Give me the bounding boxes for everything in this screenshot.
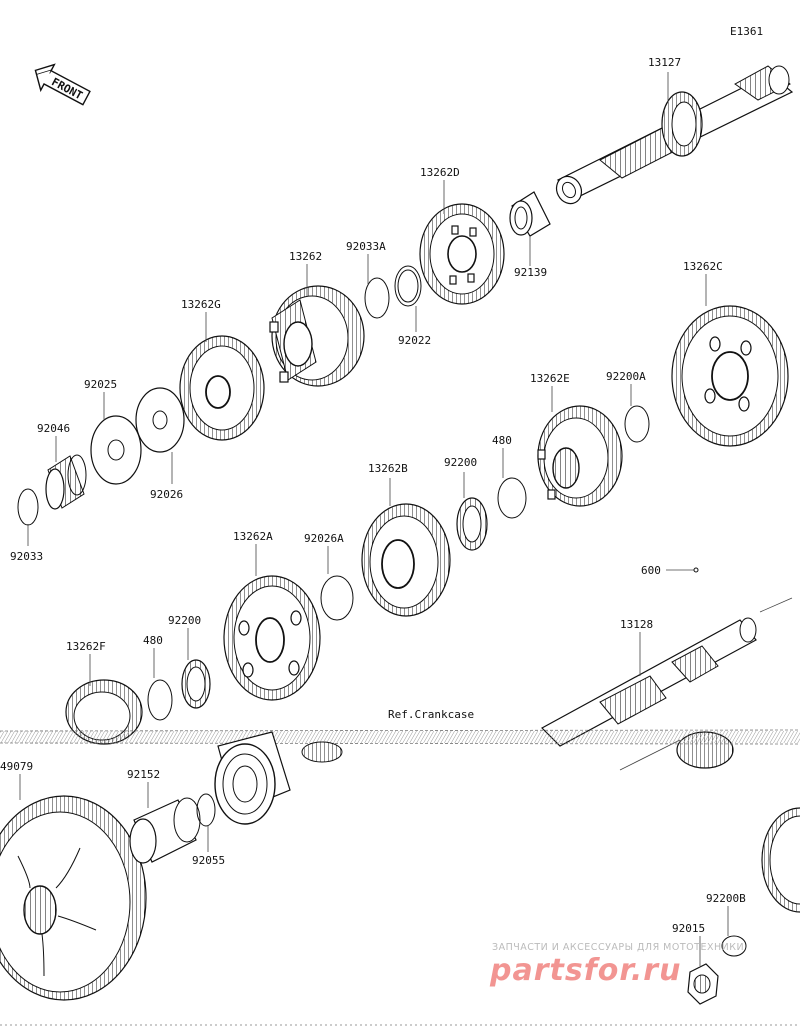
shaft-13127	[555, 65, 794, 205]
label-92200-lower: 92200	[168, 614, 201, 627]
label-92033A: 92033A	[346, 240, 386, 253]
washer-92022	[394, 265, 422, 307]
label-600: 600	[641, 564, 661, 577]
label-13128: 13128	[620, 618, 653, 631]
diagram-code: E1361	[730, 25, 763, 38]
label-92152: 92152	[127, 768, 160, 781]
label-92015: 92015	[672, 922, 705, 935]
front-arrow-icon: FRONT	[34, 63, 91, 106]
label-92200A: 92200A	[606, 370, 646, 383]
watermark-tagline: ЗАПЧАСТИ И АКСЕССУАРЫ ДЛЯ МОТОТЕХНИКИ	[492, 942, 744, 953]
label-49079: 49079	[0, 760, 33, 773]
label-92026A: 92026A	[304, 532, 344, 545]
label-13262D: 13262D	[420, 166, 460, 179]
watermark-logo: partsfor.ru	[489, 953, 681, 988]
washer-92200-lower	[181, 659, 211, 709]
label-92022: 92022	[398, 334, 431, 347]
watermark: ЗАПЧАСТИ И АКСЕССУАРЫ ДЛЯ МОТОТЕХНИКИ pa…	[489, 942, 744, 988]
label-480-upper: 480	[492, 434, 512, 447]
label-92200-upper: 92200	[444, 456, 477, 469]
circlip-480-upper	[497, 477, 527, 519]
gear-13262F	[65, 679, 143, 745]
washer-92200-upper	[456, 497, 488, 551]
gear-partial-right	[761, 807, 800, 913]
label-13262: 13262	[289, 250, 322, 263]
gear-13262A	[223, 575, 321, 701]
crankcase-reference-band	[0, 729, 800, 763]
washer-92200A	[624, 405, 650, 443]
leader-lines	[19, 72, 729, 966]
label-92139: 92139	[514, 266, 547, 279]
gear-13262D	[419, 203, 505, 305]
label-13127: 13127	[648, 56, 681, 69]
oring-92055	[196, 793, 216, 827]
bearing-92046	[45, 454, 87, 510]
gear-13262B	[361, 503, 451, 617]
washer-92025	[90, 415, 142, 485]
circlip-92033	[17, 488, 39, 526]
gear-13262	[269, 285, 365, 387]
label-13262B: 13262B	[368, 462, 408, 475]
nut-92015	[687, 963, 719, 1005]
gear-13262E	[537, 405, 623, 507]
ball-bearing	[214, 731, 291, 825]
label-480-lower: 480	[143, 634, 163, 647]
label-13262A: 13262A	[233, 530, 273, 543]
gear-13262C	[671, 305, 789, 447]
label-92055: 92055	[192, 854, 225, 867]
washer-92200B	[721, 935, 747, 957]
label-13262C: 13262C	[683, 260, 723, 273]
part-labels: E1361 13127 13262D 92139 13262 92033A 92…	[0, 25, 763, 935]
label-92033: 92033	[10, 550, 43, 563]
label-13262F: 13262F	[66, 640, 106, 653]
label-13262G: 13262G	[181, 298, 221, 311]
label-92026: 92026	[150, 488, 183, 501]
sleeve-92152	[129, 797, 201, 864]
circlip-480-lower	[147, 679, 173, 721]
label-92025: 92025	[84, 378, 117, 391]
ref-crankcase-label: Ref.Crankcase	[388, 708, 474, 721]
washer-92026	[135, 387, 185, 453]
label-13262E: 13262E	[530, 372, 570, 385]
circlip-92033A	[364, 277, 390, 319]
washer-92026A	[320, 575, 354, 621]
gear-13262G	[179, 335, 265, 441]
label-92046: 92046	[37, 422, 70, 435]
label-92200B: 92200B	[706, 892, 746, 905]
bushing-92139	[509, 191, 551, 237]
gear-49079	[0, 795, 147, 1001]
